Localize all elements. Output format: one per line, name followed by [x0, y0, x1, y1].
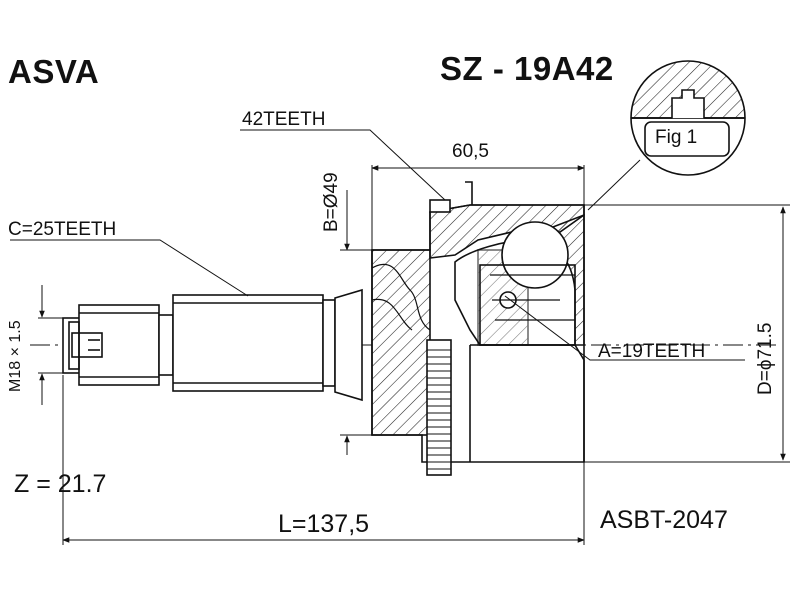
- thread-label: M18 × 1.5: [7, 320, 24, 392]
- abs-ring-teeth: [427, 349, 451, 470]
- cross-reference: ASBT-2047: [600, 506, 728, 534]
- total-length-label: L=137,5: [278, 510, 370, 538]
- leader-fig: [587, 159, 641, 211]
- inner-teeth-label: A=19TEETH: [598, 341, 706, 362]
- part-number: SZ - 19A42: [440, 50, 614, 87]
- brand-title: ASVA: [8, 53, 100, 90]
- outer-diameter-label: D=ϕ71.5: [755, 322, 776, 395]
- fig1-detail: [630, 60, 746, 176]
- housing-length-label: 60,5: [452, 141, 489, 162]
- fig-label: Fig 1: [655, 127, 698, 148]
- stem-teeth-label: C=25TEETH: [8, 219, 117, 240]
- housing-body: [371, 204, 585, 476]
- z-value: Z = 21.7: [14, 470, 107, 498]
- leader-outer-teeth: [240, 129, 446, 201]
- seal-diameter-label: B=Ø49: [321, 172, 342, 232]
- leader-inner-teeth: [504, 295, 745, 361]
- outer-teeth-label: 42TEETH: [242, 109, 326, 130]
- threaded-tip: [62, 304, 160, 386]
- cage-ball: [501, 221, 569, 289]
- leader-stem-teeth: [10, 239, 249, 297]
- stem-shaft: [158, 288, 363, 402]
